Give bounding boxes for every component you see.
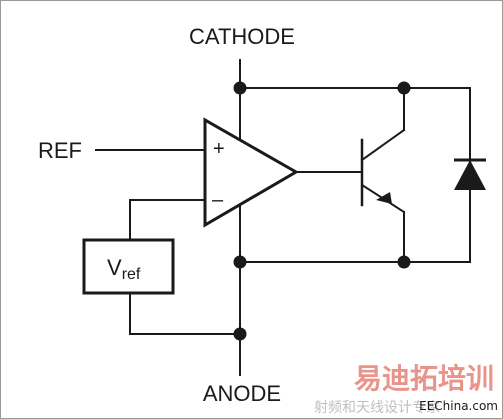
vref-subscript: ref bbox=[122, 266, 141, 283]
watermark-sub: 射频和天线设计专家 bbox=[314, 399, 440, 416]
junction-dot-top-right bbox=[397, 81, 411, 95]
diode-triangle bbox=[454, 160, 486, 190]
junction-dot-bottom-right bbox=[397, 255, 411, 269]
vref-label: Vref bbox=[107, 255, 141, 283]
watermark-site: EEChina.com bbox=[419, 399, 498, 413]
junction-dot-top-left bbox=[233, 81, 247, 95]
minus-sign: – bbox=[212, 189, 224, 211]
vref-box bbox=[82, 238, 175, 295]
anode-label: ANODE bbox=[203, 381, 281, 406]
junction-dot-anode bbox=[233, 327, 247, 341]
vref-main: V bbox=[107, 255, 122, 280]
ref-label: REF bbox=[38, 138, 82, 163]
plus-sign: + bbox=[213, 138, 225, 160]
opamp-triangle bbox=[203, 117, 300, 228]
cathode-label: CATHODE bbox=[189, 24, 295, 49]
collector-lead bbox=[360, 128, 406, 162]
emitter-arrow bbox=[376, 192, 392, 204]
watermark-main: 易迪拓培训 bbox=[354, 362, 494, 395]
junction-dot-bottom-left bbox=[233, 255, 247, 269]
